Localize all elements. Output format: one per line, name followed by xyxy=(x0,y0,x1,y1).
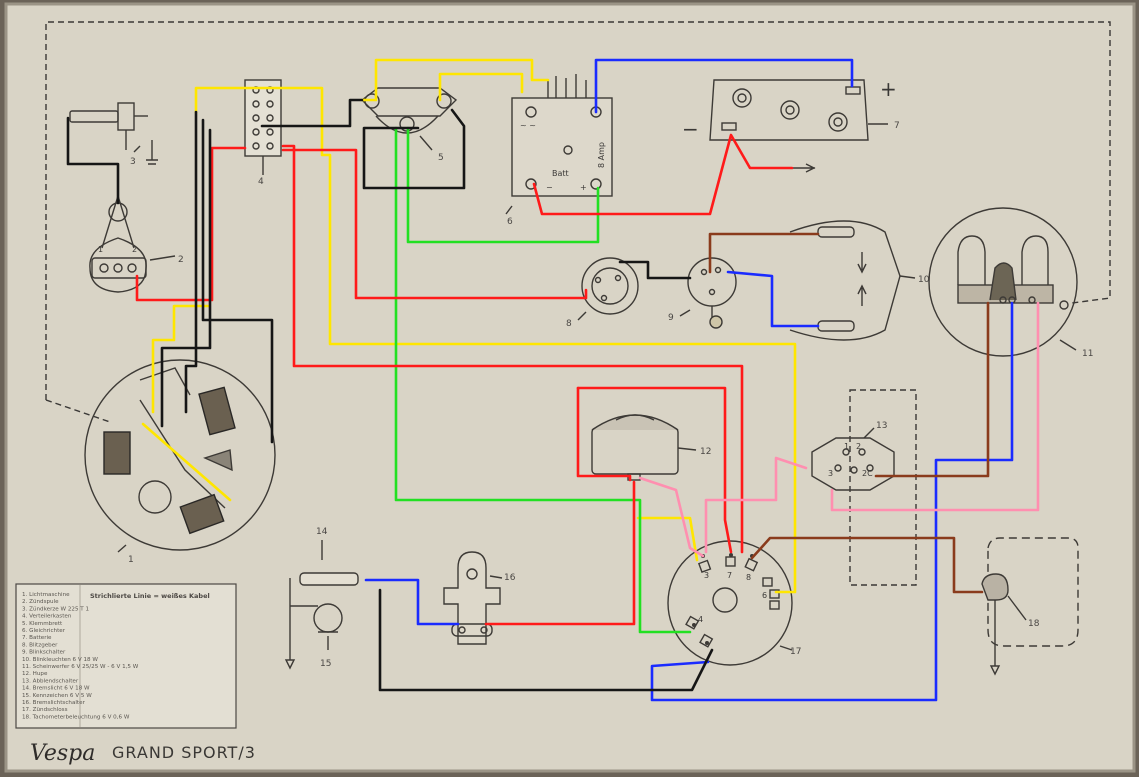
component-number: 11 xyxy=(1082,349,1093,359)
terminal-dots xyxy=(692,553,754,645)
lock-terminal-7-label: 7 xyxy=(727,571,732,580)
dip-terminal-3-label: 3 xyxy=(828,469,833,478)
component-number: 9 xyxy=(668,313,674,323)
wire-brown xyxy=(708,232,990,594)
component-number: 10 xyxy=(918,275,930,285)
rectifier-plus-label: + xyxy=(580,183,587,192)
component-number: 4 xyxy=(258,177,264,187)
horn-12 xyxy=(591,414,697,481)
legend-item: 10. Blinkleuchten 6 V 18 W xyxy=(22,657,98,663)
component-number: 14 xyxy=(316,527,328,537)
component-number: 3 xyxy=(130,157,136,167)
wire-red xyxy=(135,133,794,626)
component-number: 8 xyxy=(566,319,572,329)
component-number: 16 xyxy=(504,573,516,583)
model-title: GRAND SPORT/3 xyxy=(112,743,256,762)
generator-1 xyxy=(84,359,276,553)
number-plate-lamp-15 xyxy=(313,603,343,650)
brake-light-14 xyxy=(284,540,359,670)
component-number: 18 xyxy=(1028,619,1040,629)
wire-blue xyxy=(364,58,1014,702)
lock-terminal-8-label: 8 xyxy=(746,573,751,582)
component-numbers: 1 2 3 4 5 6 7 8 9 10 11 12 13 14 15 16 1… xyxy=(128,121,1093,669)
rectifier-minus-label: − xyxy=(546,183,553,192)
legend-item: 11. Scheinwerfer 6 V 25/25 W - 6 V 1,5 W xyxy=(22,664,139,670)
rectifier-batt-label: Batt xyxy=(552,169,569,178)
rectifier-amp-label: 8 Amp xyxy=(597,142,606,168)
rectifier-6 xyxy=(505,74,613,215)
speedometer-lamp-18 xyxy=(981,537,1079,676)
legend-item: 4. Verteilerkasten xyxy=(22,614,72,620)
brand-logo: Vespa xyxy=(30,741,95,766)
lock-terminal-6-label: 6 xyxy=(762,591,767,600)
component-number: 13 xyxy=(876,421,887,431)
terminal-block-5 xyxy=(360,87,458,151)
battery-7 xyxy=(709,79,888,141)
component-number: 12 xyxy=(700,447,711,457)
component-number: 17 xyxy=(790,647,801,657)
legend-box: Strichlierte Linie = weißes Kabel 1. Lic… xyxy=(15,583,237,729)
component-number: 1 xyxy=(128,555,134,565)
battery-minus-label: − xyxy=(682,117,699,141)
component-number: 2 xyxy=(178,255,184,265)
legend-item: 14. Bremslicht 6 V 18 W xyxy=(22,686,90,692)
coil-terminal-1-label: 1 xyxy=(98,245,103,254)
indicator-switch-9 xyxy=(679,257,737,329)
legend-item: 6. Gleichrichter xyxy=(22,628,66,634)
white-cable-dashed xyxy=(45,21,1111,586)
coil-terminal-2-label: 2 xyxy=(132,245,137,254)
legend-heading: Strichlierte Linie = weißes Kabel xyxy=(90,592,210,600)
legend-item: 5. Klemmbrett xyxy=(22,621,63,627)
legend-item: 7. Batterie xyxy=(22,635,52,641)
flasher-8 xyxy=(577,257,639,321)
legend-item: 1. Lichtmaschine xyxy=(22,592,70,598)
lock-terminal-4-label: 4 xyxy=(698,615,703,624)
dip-terminal-2-label: 2 xyxy=(856,442,861,451)
component-number: 7 xyxy=(894,121,900,131)
lock-terminal-3-label: 3 xyxy=(704,571,709,580)
wire-black xyxy=(66,98,714,692)
battery-plus-label: + xyxy=(880,77,897,101)
legend-item: 9. Blinkschalter xyxy=(22,650,66,656)
legend-item: 18. Tachometerbeleuchtung 6 V 0,6 W xyxy=(22,714,130,720)
wire-pink xyxy=(638,301,1040,558)
headlamp-11 xyxy=(928,207,1078,357)
dip-terminal-1-label: 1 xyxy=(844,442,849,451)
ground-symbol xyxy=(790,163,816,173)
legend-item: 2. Zündspule xyxy=(22,599,59,605)
brake-light-switch-16 xyxy=(443,551,503,645)
junction-box-4 xyxy=(244,79,282,175)
board-edge xyxy=(4,2,1136,773)
legend-item: 8. Blitzgeber xyxy=(22,642,58,648)
wire-yellow xyxy=(141,58,797,594)
component-number: 6 xyxy=(507,217,513,227)
legend-item: 13. Abblendschalter xyxy=(22,678,79,684)
component-number: 5 xyxy=(438,153,444,163)
rectifier-ac-label: ~ ~ xyxy=(520,121,536,130)
component-number: 15 xyxy=(320,659,331,669)
legend-item: 15. Kennzeichen 6 V 5 W xyxy=(22,693,92,699)
legend-item: 3. Zündkerze W 225 T 1 xyxy=(22,606,89,612)
legend-item: 16. Bremslichtschalter xyxy=(22,700,86,706)
legend-item: 17. Zündschloss xyxy=(22,707,68,713)
dip-terminal-2c-label: 2C xyxy=(862,469,873,478)
spark-plug-3 xyxy=(69,102,158,165)
legend-item: 12. Hupe xyxy=(22,671,48,677)
